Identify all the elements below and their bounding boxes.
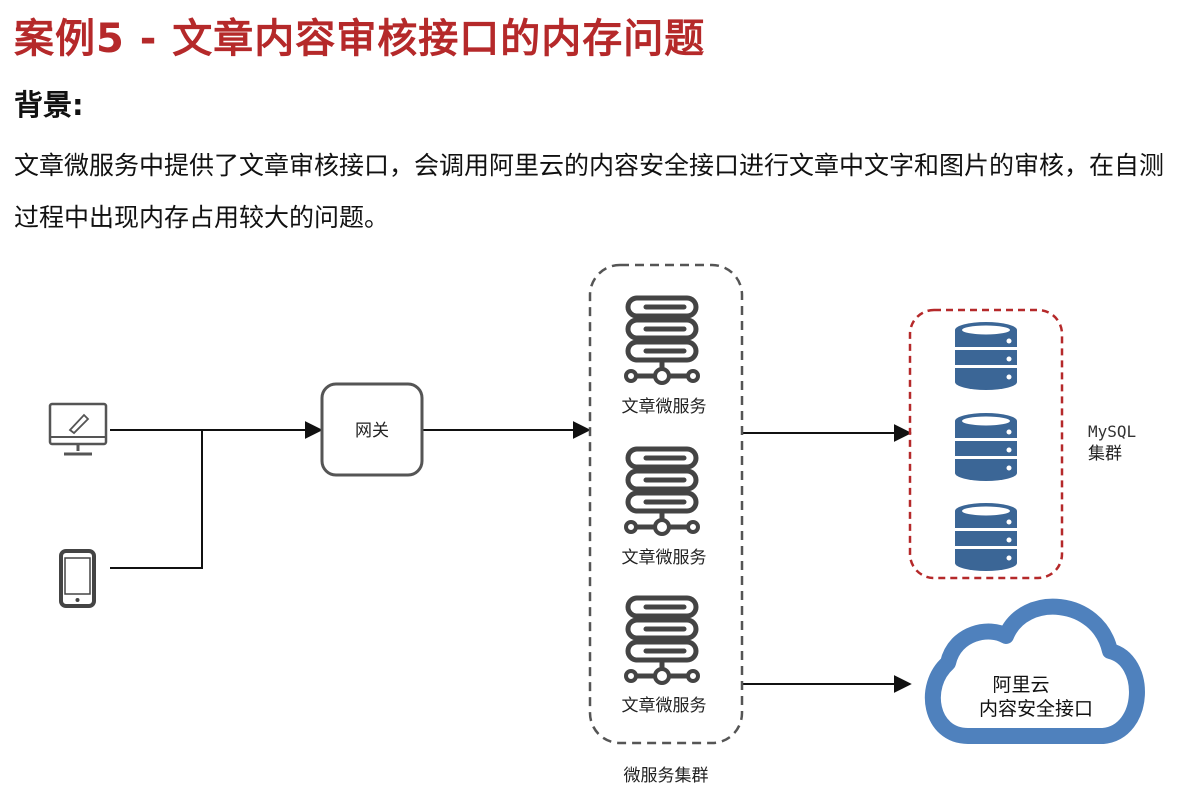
cloud-label: 阿里云: [992, 674, 1049, 696]
cloud-label-sub: 内容安全接口: [979, 698, 1093, 720]
service-label: 文章微服务: [622, 548, 707, 568]
microservice-cluster: 文章微服务 文章微服务 文章微服务: [588, 263, 744, 745]
cloud-icon: 阿里云 内容安全接口: [924, 598, 1145, 744]
server-icon: [626, 298, 698, 383]
server-icon: [626, 598, 698, 683]
service-label: 文章微服务: [622, 696, 707, 716]
phone-icon: [59, 549, 96, 608]
mysql-cluster: [908, 308, 1064, 580]
database-icon: [955, 322, 1017, 390]
database-icon: [955, 503, 1017, 571]
server-icon: [626, 449, 698, 534]
cluster-label: 微服务集群: [624, 766, 709, 786]
gateway-label: 网关: [355, 421, 389, 441]
gateway-box: 网关: [320, 382, 424, 477]
database-icon: [955, 413, 1017, 481]
description-text: 文章微服务中提供了文章审核接口，会调用阿里云的内容安全接口进行文章中文字和图片的…: [14, 151, 1165, 232]
mysql-label-sub: 集群: [1088, 444, 1122, 464]
desktop-icon: [48, 402, 108, 456]
page-title: 案例5 - 文章内容审核接口的内存问题: [14, 16, 706, 62]
section-heading: 背景:: [14, 88, 84, 122]
connector-lines: [110, 421, 912, 693]
service-label: 文章微服务: [622, 397, 707, 417]
mysql-label: MySQL: [1088, 422, 1136, 441]
